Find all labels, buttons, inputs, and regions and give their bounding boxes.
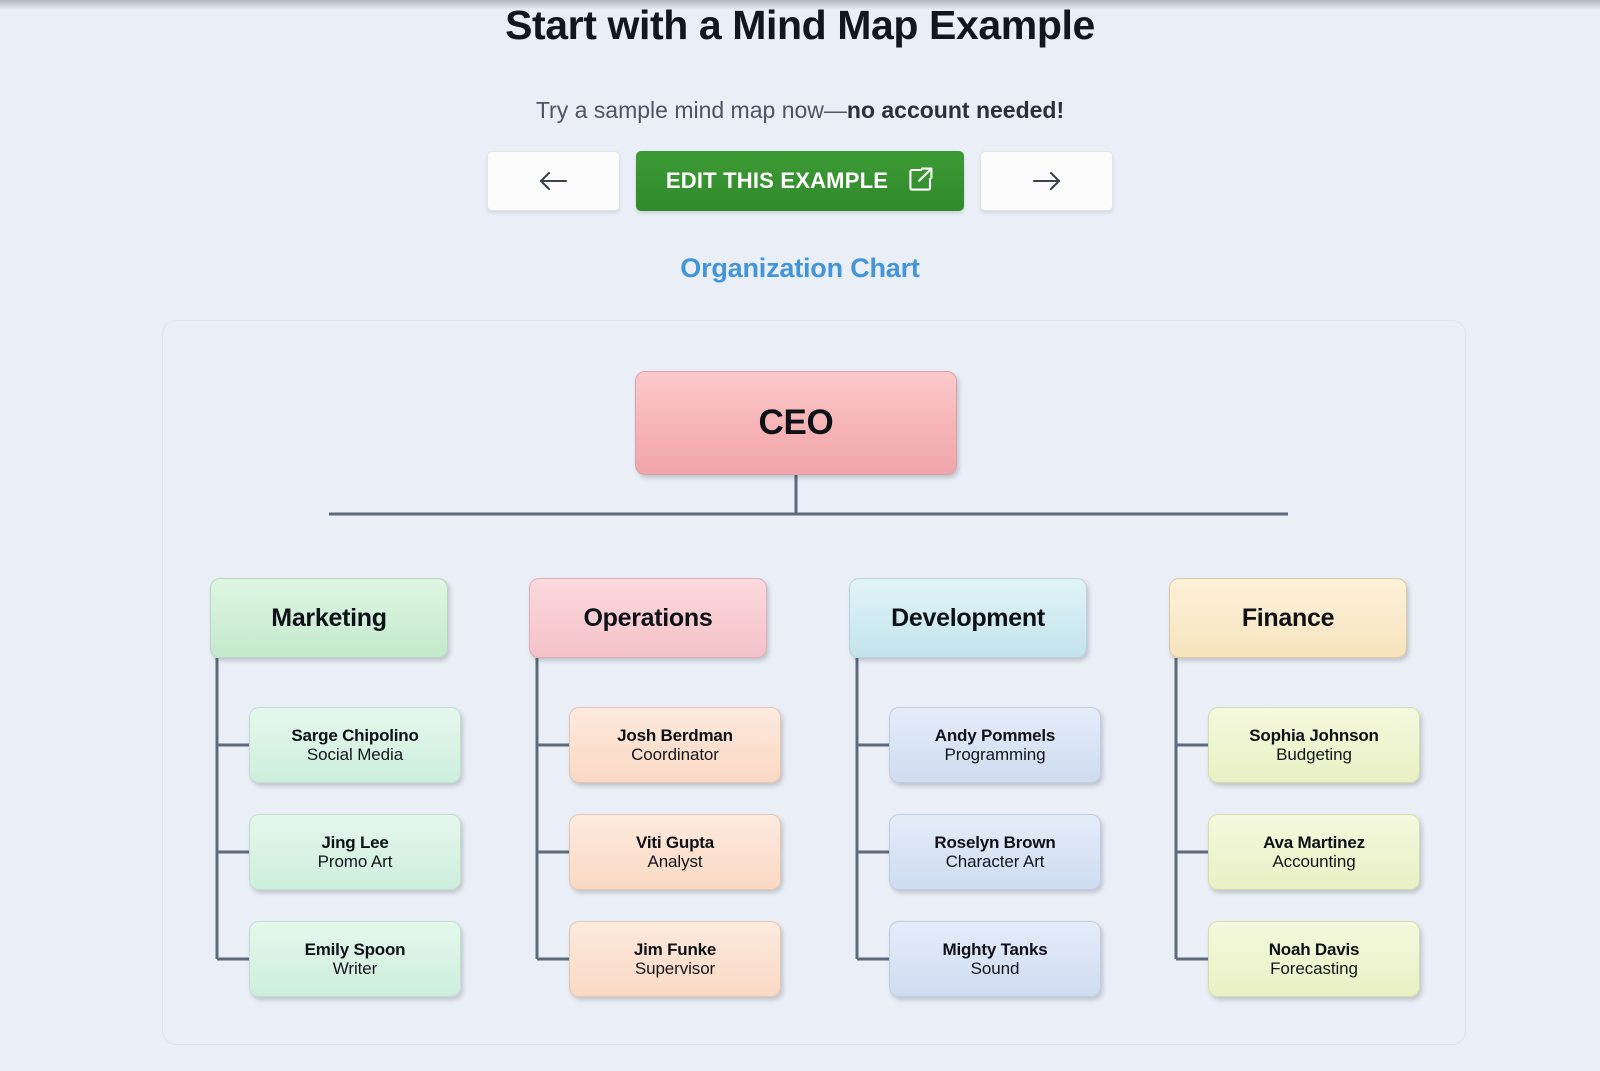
employee-name: Jim Funke [633, 939, 717, 959]
org-node-employee[interactable]: Noah Davis Forecasting [1208, 921, 1420, 997]
external-link-icon [908, 166, 934, 197]
page-title: Start with a Mind Map Example [505, 2, 1095, 48]
employee-role: Promo Art [317, 851, 393, 871]
employee-role: Sound [970, 958, 1020, 978]
employee-role: Social Media [306, 744, 404, 764]
org-node-employee[interactable]: Emily Spoon Writer [249, 921, 461, 997]
node-label: Finance [1241, 603, 1335, 632]
employee-role: Analyst [647, 851, 703, 871]
org-node-employee[interactable]: Ava Martinez Accounting [1208, 814, 1420, 890]
employee-name: Ava Martinez [1263, 832, 1365, 852]
org-node-employee[interactable]: Josh Berdman Coordinator [569, 707, 781, 783]
previous-example-button[interactable] [486, 151, 620, 211]
connector-lines [215, 475, 1290, 961]
employee-role: Forecasting [1270, 958, 1358, 978]
node-label: CEO [758, 403, 834, 442]
org-node-employee[interactable]: Viti Gupta Analyst [569, 814, 781, 890]
node-label: Development [891, 603, 1045, 632]
employee-name: Noah Davis [1268, 939, 1360, 959]
employee-name: Jing Lee [321, 832, 389, 852]
employee-name: Sarge Chipolino [291, 725, 419, 745]
subtitle-lead: Try a sample mind map now— [535, 97, 847, 123]
employee-role: Budgeting [1276, 744, 1352, 764]
org-node-employee[interactable]: Jim Funke Supervisor [569, 921, 781, 997]
arrow-right-icon [1032, 170, 1062, 192]
page-subtitle: Try a sample mind map now—no account nee… [0, 96, 1600, 124]
example-controls: EDIT THIS EXAMPLE [0, 151, 1600, 211]
org-chart-stage: CEO Marketing Operations Development Fin… [163, 321, 1467, 1046]
org-node-marketing[interactable]: Marketing [210, 578, 448, 658]
org-node-ceo[interactable]: CEO [635, 371, 957, 475]
employee-name: Andy Pommels [934, 725, 1056, 745]
subtitle-emphasis: no account needed! [846, 97, 1065, 123]
example-name: Organization Chart [680, 253, 920, 283]
edit-button-label: EDIT THIS EXAMPLE [665, 168, 889, 193]
next-example-button[interactable] [980, 151, 1114, 211]
org-node-employee[interactable]: Sarge Chipolino Social Media [249, 707, 461, 783]
arrow-left-icon [538, 170, 568, 192]
org-node-employee[interactable]: Andy Pommels Programming [889, 707, 1101, 783]
org-node-finance[interactable]: Finance [1169, 578, 1407, 658]
org-node-employee[interactable]: Sophia Johnson Budgeting [1208, 707, 1420, 783]
employee-role: Coordinator [631, 744, 719, 764]
employee-role: Accounting [1272, 851, 1356, 871]
hero-section: Start with a Mind Map Example Try a samp… [0, 0, 1600, 284]
employee-name: Josh Berdman [617, 725, 733, 745]
node-label: Marketing [271, 603, 387, 632]
employee-name: Viti Gupta [636, 832, 714, 852]
employee-name: Emily Spoon [304, 939, 406, 959]
employee-name: Mighty Tanks [942, 939, 1048, 959]
edit-this-example-button[interactable]: EDIT THIS EXAMPLE [635, 151, 965, 211]
org-node-operations[interactable]: Operations [529, 578, 767, 658]
employee-role: Supervisor [634, 958, 716, 978]
employee-name: Roselyn Brown [934, 832, 1056, 852]
org-chart-canvas[interactable]: CEO Marketing Operations Development Fin… [162, 320, 1466, 1045]
org-node-employee[interactable]: Jing Lee Promo Art [249, 814, 461, 890]
employee-role: Character Art [945, 851, 1045, 871]
org-node-employee[interactable]: Mighty Tanks Sound [889, 921, 1101, 997]
org-node-employee[interactable]: Roselyn Brown Character Art [889, 814, 1101, 890]
employee-name: Sophia Johnson [1249, 725, 1379, 745]
node-label: Operations [583, 603, 713, 632]
employee-role: Programming [944, 744, 1046, 764]
org-node-development[interactable]: Development [849, 578, 1087, 658]
employee-role: Writer [332, 958, 378, 978]
